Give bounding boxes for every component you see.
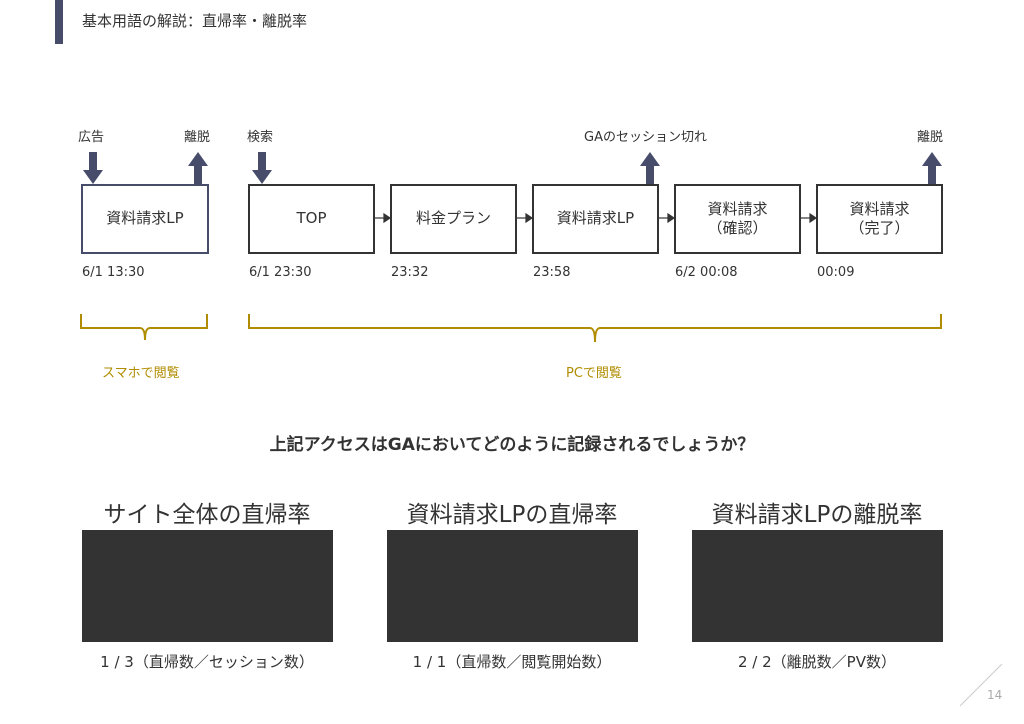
flow-arrows xyxy=(80,152,942,343)
metric-note-site-bounce: 1 / 3（直帰数／セッション数） xyxy=(100,653,314,671)
label-exit-pc: 離脱 xyxy=(917,130,944,145)
exit-arrow-sp xyxy=(188,152,208,185)
box-pricing-label: 料金プラン xyxy=(415,209,491,228)
box-lp-sp-label: 資料請求LP xyxy=(106,209,184,228)
time-sp: 6/1 13:30 xyxy=(82,265,145,280)
question-text: 上記アクセスはGAにおいてどのように記録されるでしょうか？ xyxy=(269,435,755,455)
metric-title-lp-bounce: 資料請求LPの直帰率 xyxy=(406,502,618,528)
time-top: 6/1 23:30 xyxy=(249,265,312,280)
box-complete-line2: （完了） xyxy=(849,219,910,237)
entry-arrow-search xyxy=(252,152,272,184)
box-pricing: 料金プラン xyxy=(390,184,517,254)
time-confirm: 6/2 00:08 xyxy=(675,265,738,280)
exit-arrow-ga xyxy=(640,152,660,185)
page-number: 14 xyxy=(987,688,1003,702)
group-label-sp: スマホで閲覧 xyxy=(102,366,180,381)
box-confirm-line1: 資料請求 xyxy=(707,199,768,218)
time-complete: 00:09 xyxy=(817,265,855,280)
metric-answer-box-lp-bounce xyxy=(387,530,638,642)
metric-answer-box-lp-exit xyxy=(692,530,943,642)
time-pricing: 23:32 xyxy=(391,265,429,280)
brace-pc xyxy=(248,314,942,343)
box-complete: 資料請求 （完了） xyxy=(816,184,943,254)
metric-title-lp-exit: 資料請求LPの離脱率 xyxy=(711,502,923,528)
title-accent-bar xyxy=(55,0,63,44)
label-ga-session-cut: GAのセッション切れ xyxy=(584,130,707,145)
metric-note-lp-bounce: 1 / 1（直帰数／閲覧開始数） xyxy=(412,653,612,671)
box-confirm-line2: （確認） xyxy=(707,219,768,237)
brace-sp xyxy=(80,314,208,341)
label-ad: 広告 xyxy=(78,130,105,145)
box-lp-pc-label: 資料請求LP xyxy=(556,209,635,228)
box-confirm: 資料請求 （確認） xyxy=(674,184,801,254)
label-exit-sp: 離脱 xyxy=(184,130,211,145)
entry-arrow-ad xyxy=(83,152,103,184)
exit-arrow-pc xyxy=(922,152,942,185)
metric-note-lp-exit: 2 / 2（離脱数／PV数） xyxy=(738,653,896,671)
label-search: 検索 xyxy=(247,130,274,145)
time-lp-pc: 23:58 xyxy=(533,265,571,280)
metric-title-site-bounce: サイト全体の直帰率 xyxy=(103,502,311,528)
box-lp-pc: 資料請求LP xyxy=(532,184,659,254)
group-label-pc: PCで閲覧 xyxy=(566,366,622,381)
metric-answer-box-site-bounce xyxy=(82,530,333,642)
box-top-label: TOP xyxy=(296,209,327,228)
box-top: TOP xyxy=(248,184,375,254)
page-title: 基本用語の解説：直帰率・離脱率 xyxy=(82,12,308,30)
box-lp-sp: 資料請求LP xyxy=(81,184,209,254)
box-complete-line1: 資料請求 xyxy=(849,199,910,218)
